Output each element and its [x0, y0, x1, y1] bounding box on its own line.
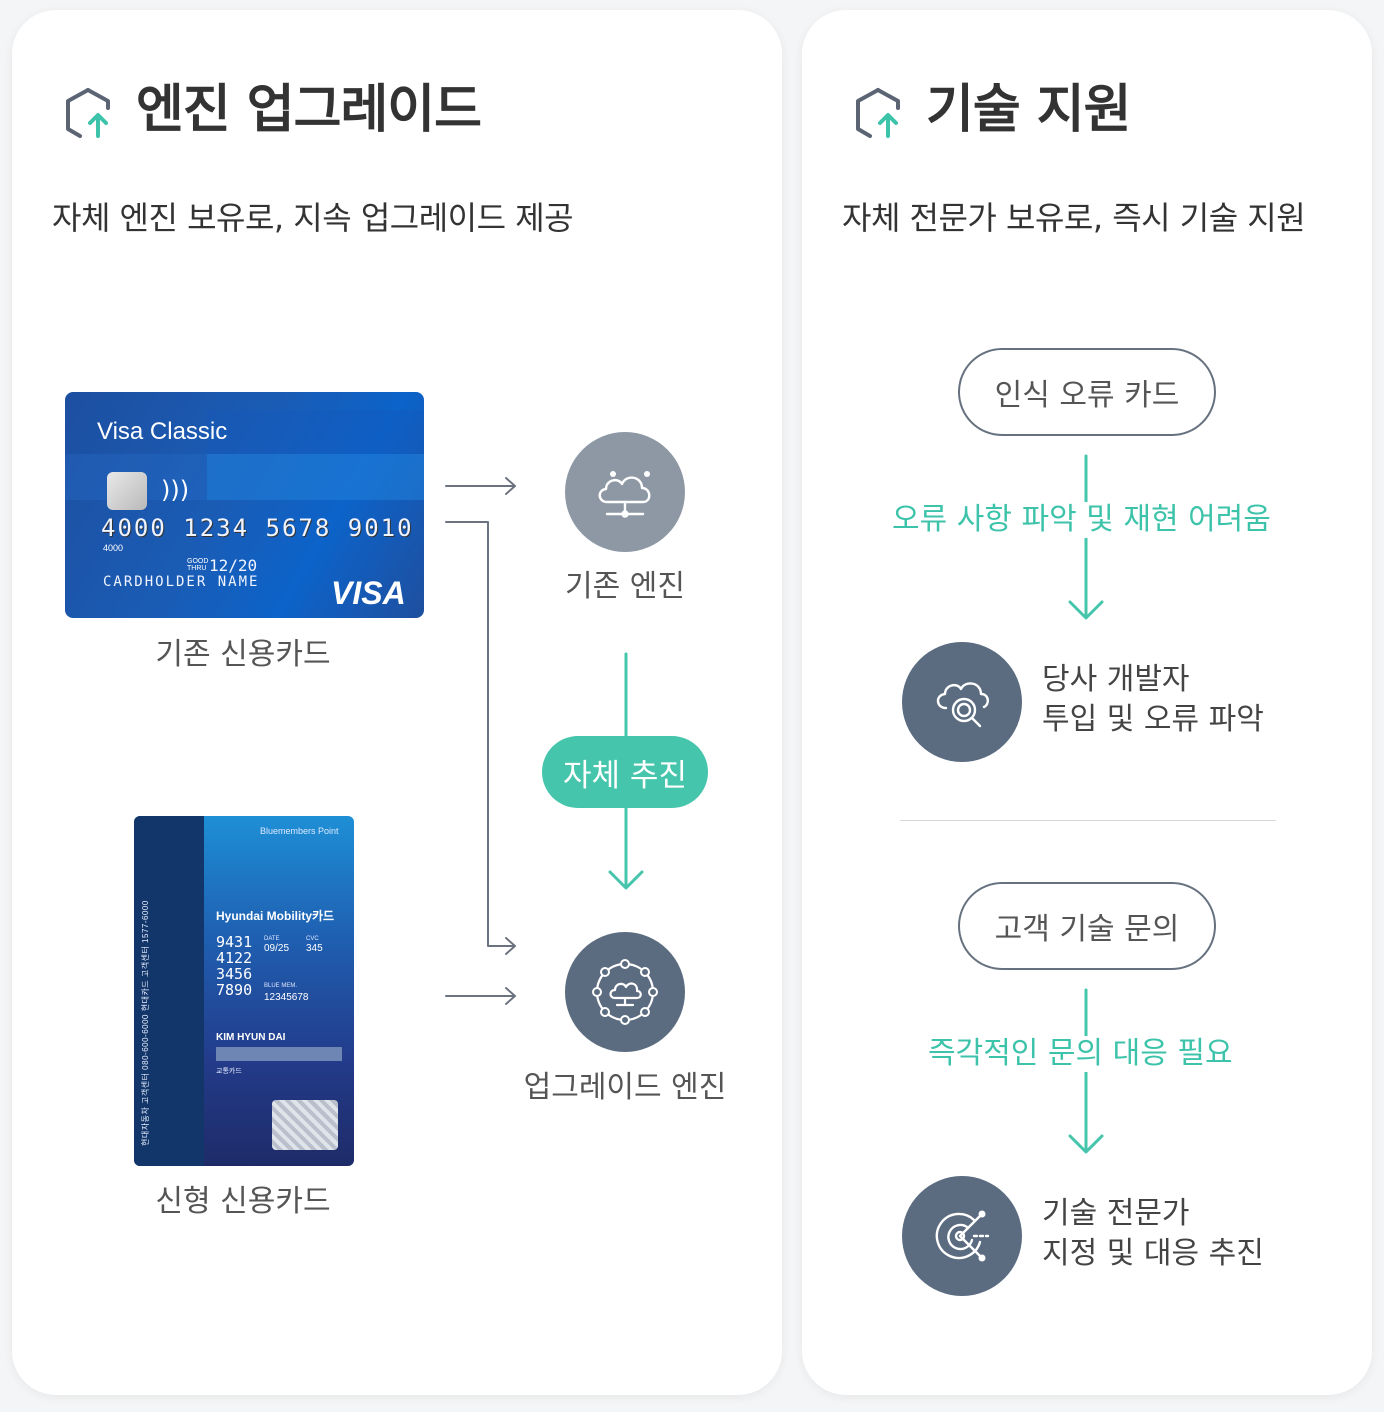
card-expiry: 12/20: [209, 556, 258, 575]
card-strip: [134, 816, 204, 1166]
upgrade-engine-circle: [565, 932, 685, 1052]
self-drive-badge: 자체 추진: [542, 736, 708, 808]
cloud-network-hub-icon: [592, 959, 658, 1025]
flow2-arrow: [1068, 988, 1104, 1154]
panel-title: 기술 지원: [926, 80, 1131, 140]
card-member-number: 12345678: [264, 992, 309, 1003]
section-divider: [900, 820, 1276, 821]
hologram-icon: [272, 1100, 338, 1150]
target-radar-icon: [935, 1210, 990, 1262]
upgrade-engine-label: 업그레이드 엔진: [523, 1070, 727, 1105]
signature-bar: [216, 1047, 342, 1061]
card-member-label: BLUE MEM.: [264, 983, 298, 989]
card-decoration: [207, 454, 424, 500]
tech-support-panel: [802, 10, 1372, 1395]
panel-subtitle: 자체 전문가 보유로, 즉시 기술 지원: [842, 199, 1306, 237]
card-small-number: 4000: [103, 543, 124, 553]
good-thru-label: GOOD THRU: [187, 558, 209, 572]
panel-title: 엔진 업그레이드: [136, 80, 482, 140]
card-date: 09/25: [264, 943, 290, 954]
hexagon-upgrade-icon: [66, 88, 110, 138]
card-cvc-label: CVC: [306, 936, 319, 942]
old-credit-card-image: Visa Classic ))) 4000 1234 5678 9010 400…: [65, 392, 424, 618]
flow2-result-line1: 기술 전문가: [1042, 1196, 1190, 1231]
card-brand-line: Visa Classic: [97, 418, 228, 445]
cloud-network-icon: [598, 471, 651, 518]
card-cvc: 345: [306, 943, 323, 954]
card-number: 9431 4122 3456 7890: [216, 933, 253, 999]
card-vertical-text: 현대자동차 고객센터 080-600-6000 현대카드 고객센터 1577-6…: [141, 900, 150, 1146]
card-holder: CARDHOLDER NAME: [103, 574, 260, 590]
flow2-result: 기술 전문가 지정 및 대응 추진: [1042, 1194, 1264, 1274]
transit-label: 교통카드: [216, 1068, 242, 1075]
new-card-caption: 신형 신용카드: [155, 1184, 331, 1219]
old-card-caption: 기존 신용카드: [155, 637, 331, 672]
flow1-result: 당사 개발자 투입 및 오류 파악: [1042, 660, 1264, 740]
flow2-result-line2: 지정 및 대응 추진: [1042, 1236, 1264, 1271]
old-engine-label: 기존 엔진: [565, 569, 685, 604]
flow1-result-line2: 투입 및 오류 파악: [1042, 702, 1264, 737]
old-engine-circle: [565, 432, 685, 552]
new-credit-card-image: 현대자동차 고객센터 080-600-6000 현대카드 고객센터 1577-6…: [134, 816, 354, 1166]
card-number: 4000 1234 5678 9010: [101, 514, 414, 542]
panel-subtitle: 자체 엔진 보유로, 지속 업그레이드 제공: [52, 199, 574, 237]
cloud-search-icon: [936, 682, 989, 728]
visa-logo: VISA: [331, 575, 406, 611]
chip-icon: [107, 472, 147, 510]
card-brand: Hyundai Mobility카드: [216, 909, 335, 923]
connector-lines: [445, 477, 516, 1005]
flow1-result-line1: 당사 개발자: [1042, 662, 1190, 697]
expert-circle: [902, 1176, 1022, 1296]
customer-inquiry-pill: 고객 기술 문의: [958, 882, 1216, 970]
recognition-error-card-pill: 인식 오류 카드: [958, 348, 1216, 436]
contactless-icon: ))): [161, 476, 190, 504]
flow1-issue-label: 오류 사항 파악 및 재현 어려움: [888, 502, 1275, 538]
card-date-label: DATE: [264, 936, 280, 942]
arrow-old-card-to-upgrade-engine: [445, 521, 515, 947]
flow2-issue-label: 즉각적인 문의 대응 필요: [924, 1036, 1237, 1072]
card-decoration: [207, 410, 424, 454]
card-holder: KIM HYUN DAI: [216, 1032, 286, 1043]
flow1-arrow: [1068, 454, 1104, 620]
hexagon-upgrade-icon: [856, 88, 900, 138]
developer-circle: [902, 642, 1022, 762]
card-point-label: Bluemembers Point: [260, 826, 339, 836]
